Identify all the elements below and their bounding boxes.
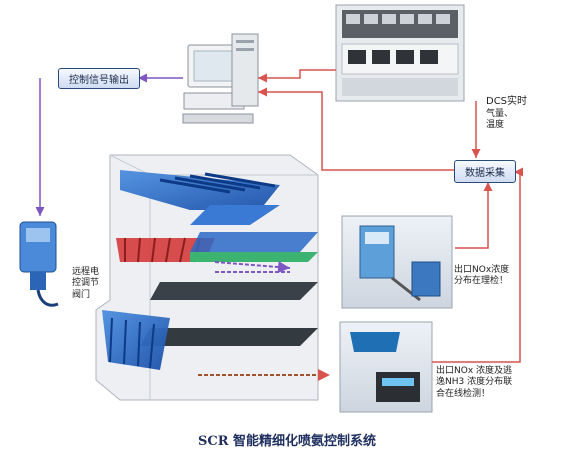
nh3-analyzer-cabinet [339,321,433,413]
green-catalyst-layer [190,252,318,262]
outlet-blue-ducts [102,310,170,370]
valve-label-3: 阀门 [72,289,91,300]
data-collection-box: 数据采集 [454,160,516,183]
dcs-sub-label-2: 温度 [486,119,505,130]
outlet-nh3-label-1: 出口NOx 浓度及逃 [436,366,513,376]
dcs-sub-label-1: 气量、 [486,108,514,119]
sampling-probes [198,261,330,381]
dcs-label: DCS实时 [486,96,528,107]
dcs-control-room-image [335,4,465,102]
valve-label-group: 远程电 控调节 阀门 [72,267,99,301]
outlet-nox-label-2: 分布在理检！ [454,276,509,287]
figure-caption: SCR 智能精细化喷氨控制系统 [197,434,377,449]
outlet-nh3-label-2: 逸NH3 浓度分布联 [436,377,513,388]
outlet-nh3-label-group: 出口NOx 浓度及逃 逸NH3 浓度分布联 合在线检测！ [436,366,512,400]
computer-icon [182,33,259,124]
control-output-box: 控制信号输出 [58,68,140,89]
outlet-nh3-label-3: 合在线检测！ [436,388,491,399]
catalyst-blue-ducts [120,170,280,225]
catalyst-layer-1 [150,282,318,300]
dcs-label-group: DCS实时 气量、 温度 [486,96,527,131]
catalyst-layer-2 [140,328,318,346]
outlet-nox-label-1: 出口NOx浓度 [454,265,510,275]
data-collection-label: 数据采集 [465,168,505,179]
control-output-label: 控制信号输出 [69,75,129,86]
valve-label-1: 远程电 [72,267,100,277]
outlet-nox-label-group: 出口NOx浓度 分布在理检！ [454,265,509,288]
electric-valve-actuator [19,221,59,307]
mixing-layer [190,232,318,252]
signal-arrows [258,69,523,363]
control-arrows [35,73,183,216]
nox-analyzer-cabinet [341,215,453,309]
valve-label-2: 控调节 [72,278,100,289]
